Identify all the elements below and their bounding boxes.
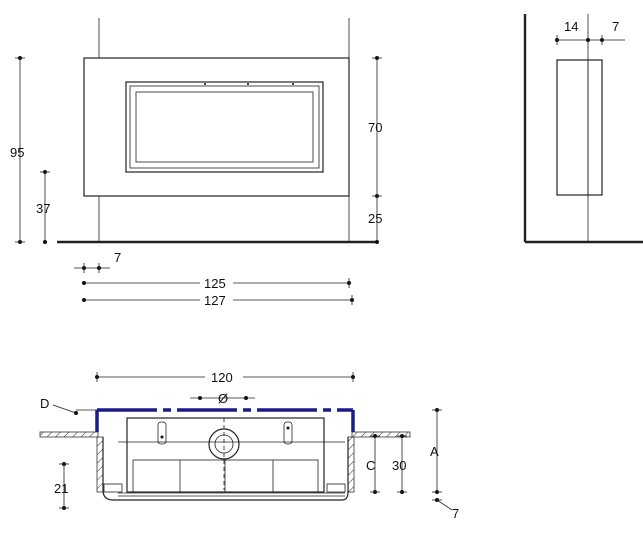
dim-21: 21 <box>54 481 68 496</box>
wall-hatch-right <box>351 431 411 438</box>
dim-7-side: 7 <box>612 19 619 34</box>
side-view: 14 7 <box>523 14 643 244</box>
niche-outline <box>102 437 349 501</box>
flue-inner <box>214 434 234 454</box>
dim-diameter: Ø <box>218 391 228 406</box>
side-body <box>556 59 603 196</box>
dim-95: 95 <box>10 145 24 160</box>
dim-7-plan: 7 <box>452 506 459 521</box>
dim-25: 25 <box>368 211 382 226</box>
wall-hatch-left <box>39 431 99 438</box>
dim-7-front: 7 <box>114 250 121 265</box>
dim-127: 127 <box>204 293 226 308</box>
section-view: 120 Ø <box>39 370 459 521</box>
front-outer-frame <box>83 57 350 197</box>
label-c: C <box>366 458 375 473</box>
dim-14: 14 <box>564 19 578 34</box>
label-d: D <box>40 396 49 411</box>
dim-120: 120 <box>211 370 233 385</box>
dim-37: 37 <box>36 201 50 216</box>
dim-30: 30 <box>392 458 406 473</box>
duct-outline <box>95 408 355 432</box>
front-glass-frame <box>125 81 324 173</box>
front-view: 95 37 70 25 7 125 <box>10 18 382 308</box>
label-a: A <box>430 444 439 459</box>
dim-125: 125 <box>204 276 226 291</box>
dim-70: 70 <box>368 120 382 135</box>
